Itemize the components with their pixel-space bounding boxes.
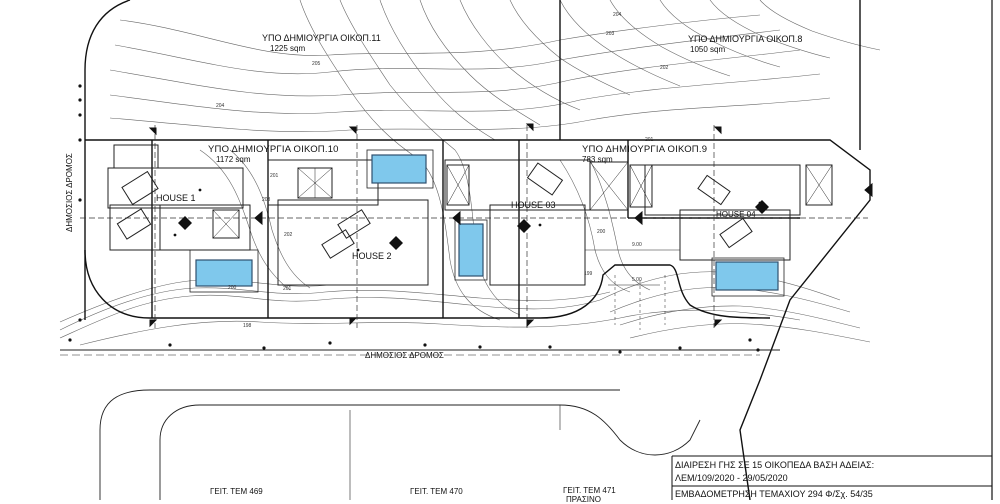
plot-8-area: 1050 sqm [690, 45, 726, 54]
contour-label: 201 [283, 286, 292, 292]
plot-10-area: 1172 sqm [216, 155, 251, 164]
road-edges [60, 275, 780, 500]
contour-label: 202 [284, 232, 293, 238]
bottom-road-label: ΔΗΜΟΣΙΟΣ ΔΡΟΜΟΣ [365, 351, 444, 360]
house-3-footprint [444, 159, 629, 286]
entrance-markers [178, 200, 769, 250]
contour-label: 200 [597, 229, 606, 235]
contour-lines-lower [59, 149, 871, 346]
plot-10-title: ΥΠΟ ΔΗΜΙΟΥΡΓΙΑ ΟΙΚΟΠ.10 [208, 144, 339, 155]
dimension-lines [585, 249, 680, 286]
title-block [671, 455, 992, 500]
contour-label: 198 [243, 323, 252, 329]
dimension-label: 5.00 [632, 277, 642, 283]
neighbour-471: ΓΕΙΤ. ΤΕΜ 471 [563, 486, 616, 495]
plot-9-title: ΥΠΟ ΔΗΜΙΟΥΡΓΙΑ ΟΙΚΟΠ.9 [582, 144, 708, 155]
house-4-footprint [629, 164, 833, 297]
pool-house-3 [458, 223, 484, 277]
contour-label: 204 [613, 12, 622, 18]
survey-points [68, 84, 762, 354]
plot-8-title: ΥΠΟ ΔΗΜΙΟΥΡΓΙΑ ΟΙΚΟΠ.8 [688, 34, 803, 44]
contour-label: 199 [584, 271, 593, 277]
section-markers [148, 123, 873, 328]
dimension-label: 9.00 [632, 242, 642, 248]
contour-label: 203 [606, 31, 615, 37]
title-block-line-1: ΔΙΑΙΡΕΣΗ ΓΗΣ ΣΕ 15 ΟΙΚΟΠΕΔΑ ΒΑΣΗ ΑΔΕΙΑΣ: [675, 460, 875, 470]
neighbour-469: ΓΕΙΤ. ΤΕΜ 469 [210, 487, 263, 496]
neighbour-470: ΓΕΙΤ. ΤΕΜ 470 [410, 487, 463, 496]
pool-house-2 [371, 154, 427, 184]
house-3-label: HOUSE 03 [511, 200, 556, 210]
contour-label: 202 [660, 65, 669, 71]
house-2-footprint [267, 149, 434, 286]
contour-label: 203 [262, 197, 271, 203]
contour-label: 200 [228, 285, 237, 291]
house-1-footprint [107, 144, 259, 293]
pool-house-4 [715, 261, 779, 291]
house-1-label: HOUSE 1 [156, 193, 196, 203]
plot-11-area: 1225 sqm [270, 44, 306, 53]
plot-9-area: 783 sqm [582, 155, 613, 164]
swimming-pools [195, 154, 779, 291]
left-road-label: ΔΗΜΟΣΙΟΣ ΔΡΟΜΟΣ [65, 153, 74, 232]
green-area-label: ΠΡΑΣΙΝΟ [566, 495, 602, 504]
contour-label: 201 [645, 137, 654, 143]
title-block-line-2: ΛΕΜ/109/2020 - 29/05/2020 [675, 473, 788, 483]
plot-11-title: ΥΠΟ ΔΗΜΙΟΥΡΓΙΑ ΟΙΚΟΠ.11 [262, 33, 381, 43]
title-block-line-3: ΕΜΒΑΔΟΜΕΤΡΗΣΗ ΤΕΜΑΧΙΟΥ 294 Φ/Σχ. 54/35 [675, 489, 873, 499]
contour-lines [109, 0, 881, 321]
contour-label: 204 [216, 103, 225, 109]
house-4-label: HOUSE 04 [716, 210, 756, 219]
house-2-label: HOUSE 2 [352, 251, 392, 261]
contour-label: 201 [270, 173, 279, 179]
contour-label: 205 [312, 61, 321, 67]
pool-house-1 [195, 259, 253, 287]
